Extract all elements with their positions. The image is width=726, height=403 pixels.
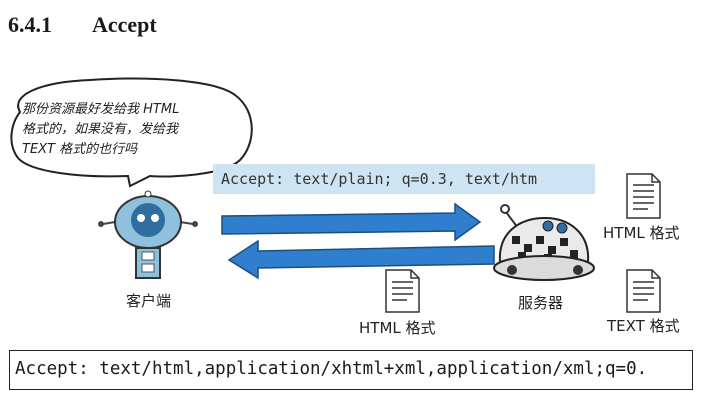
accept-header-example: Accept: text/plain; q=0.3, text/htm bbox=[213, 164, 595, 194]
server-robot-icon bbox=[493, 204, 595, 281]
section-title: Accept bbox=[92, 12, 157, 37]
speech-bubble bbox=[10, 77, 253, 188]
server-html-document-label: HTML 格式 bbox=[603, 224, 680, 242]
client-label: 客户端 bbox=[126, 292, 172, 310]
speech-bubble-text: 那份资源最好发给我 HTML 格式的，如果没有，发给我 TEXT 格式的也行吗 bbox=[22, 100, 234, 160]
request-arrow bbox=[221, 202, 482, 242]
bubble-line: 那份资源最好发给我 HTML bbox=[22, 102, 180, 117]
server-label: 服务器 bbox=[518, 294, 564, 312]
bubble-line: TEXT 格式的也行吗 bbox=[22, 142, 138, 157]
text-document-icon-server bbox=[626, 269, 661, 313]
bubble-line: 格式的，如果没有，发给我 bbox=[22, 122, 179, 137]
client-robot-icon bbox=[98, 190, 198, 279]
html-document-icon-returned bbox=[385, 269, 420, 313]
section-number: 6.4.1 bbox=[8, 12, 52, 37]
returned-document-label: HTML 格式 bbox=[359, 319, 436, 337]
accept-illustration bbox=[10, 77, 661, 313]
section-heading: 6.4.1 Accept bbox=[8, 12, 157, 38]
html-document-icon-server bbox=[626, 173, 661, 219]
accept-header-code-block: Accept: text/html,application/xhtml+xml,… bbox=[9, 350, 693, 390]
server-text-document-label: TEXT 格式 bbox=[607, 317, 680, 335]
response-arrow bbox=[227, 239, 495, 280]
